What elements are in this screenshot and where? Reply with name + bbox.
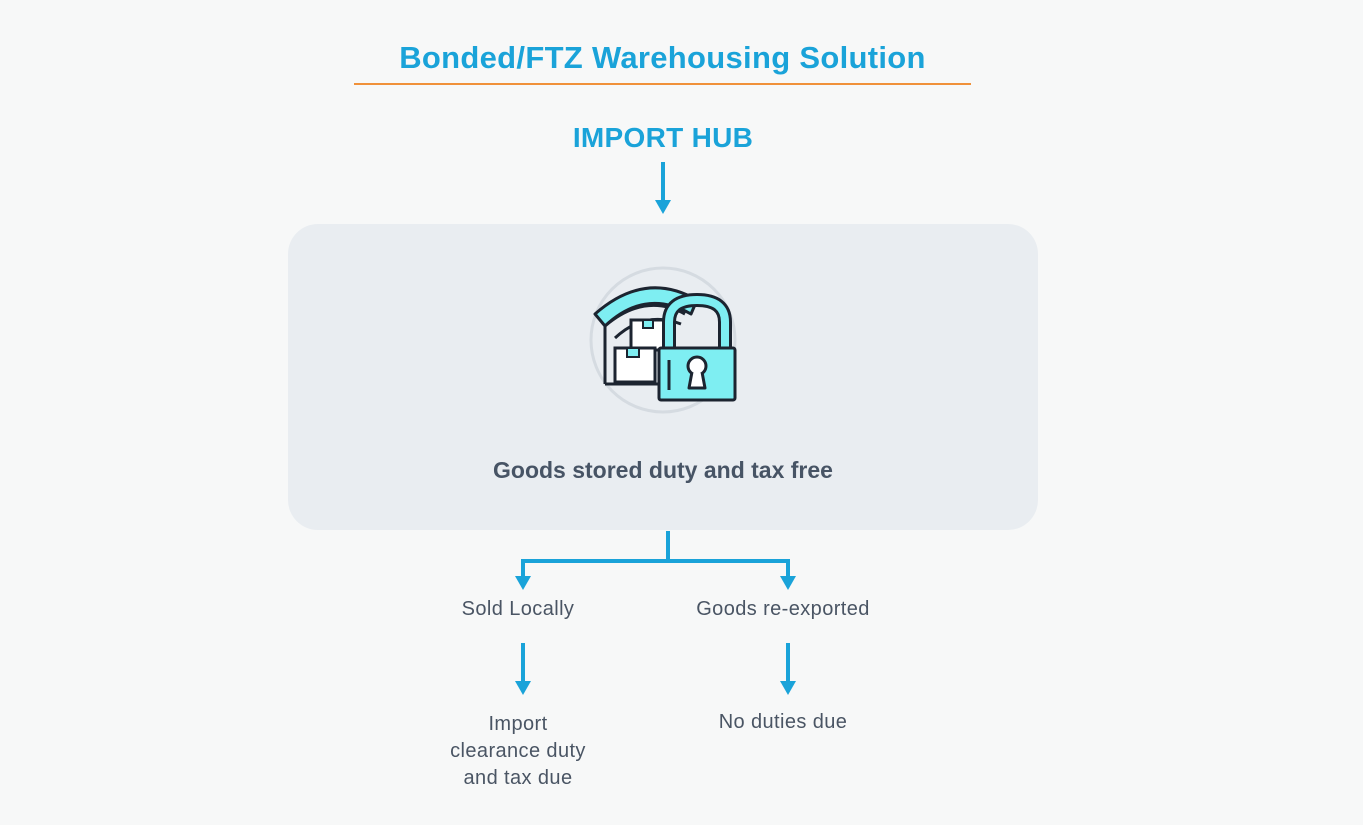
arrowhead-hub-to-panel xyxy=(655,200,671,214)
import-duty-line-2: clearance duty xyxy=(450,740,586,762)
arrowhead-right-branch xyxy=(780,576,796,590)
sold-locally-label: Sold Locally xyxy=(461,598,575,620)
arrowhead-reexport-to-outcome xyxy=(780,681,796,695)
no-duties-outcome: No duties due xyxy=(718,711,848,733)
panel-caption: Goods stored duty and tax free xyxy=(493,457,833,483)
arrowhead-sold-to-outcome xyxy=(515,681,531,695)
goods-reexported-label: Goods re-exported xyxy=(696,598,870,620)
import-duty-outcome: Import clearance duty and tax due xyxy=(418,711,618,792)
warehouse-lock-icon xyxy=(589,266,737,414)
arrowhead-left-branch xyxy=(515,576,531,590)
import-duty-line-1: Import xyxy=(488,713,548,735)
title-underline xyxy=(354,83,971,85)
import-duty-line-3: and tax due xyxy=(463,767,573,789)
diagram-title: Bonded/FTZ Warehousing Solution xyxy=(399,40,926,75)
import-hub-label: IMPORT HUB xyxy=(572,122,754,153)
